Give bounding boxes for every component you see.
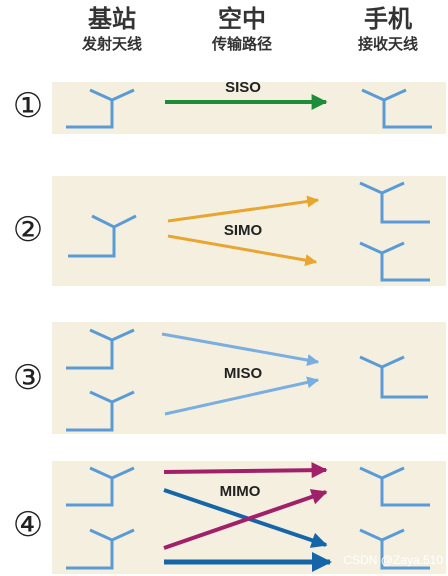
header-air-subtitle: 传输路径 — [211, 35, 272, 53]
label-miso: MISO — [224, 365, 263, 382]
miso-arrow-down — [161, 332, 320, 366]
mimo-arrow-cross-up — [163, 489, 328, 550]
row-number-1: ① — [12, 86, 44, 126]
tx-antenna-icon — [68, 214, 137, 258]
header-phone-subtitle: 接收天线 — [357, 35, 418, 53]
tx-antenna-icon — [66, 466, 135, 507]
rx-antenna-icon — [359, 528, 430, 570]
header-base-station-title: 基站 — [88, 5, 136, 33]
header-air-title: 空中 — [218, 5, 266, 33]
header-base-station: 基站 发射天线 — [52, 4, 172, 54]
row-number-3: ③ — [12, 358, 44, 398]
label-simo: SIMO — [224, 222, 263, 239]
rx-antenna-icon — [359, 181, 430, 224]
label-mimo: MIMO — [220, 483, 261, 500]
tx-antenna-icon — [66, 328, 135, 370]
watermark: CSDN @Zaya.510 — [343, 553, 443, 567]
row-number-4: ④ — [12, 505, 44, 545]
antenna-group — [66, 88, 432, 570]
miso-arrow-up — [164, 376, 320, 416]
header-base-station-subtitle: 发射天线 — [81, 35, 142, 53]
simo-arrow-down — [167, 234, 318, 267]
label-siso: SISO — [225, 79, 261, 96]
simo-arrow-up — [167, 195, 320, 223]
rx-antenna-icon — [359, 466, 430, 507]
mimo-arrow-top — [163, 462, 328, 479]
panel-siso — [52, 82, 446, 134]
header-air: 空中 传输路径 — [182, 4, 302, 54]
rx-antenna-icon — [359, 355, 428, 399]
rx-antenna-icon — [361, 88, 432, 129]
panel-simo — [52, 176, 446, 286]
tx-antenna-icon — [66, 390, 135, 432]
header-phone: 手机 接收天线 — [328, 4, 448, 54]
rx-antenna-icon — [359, 241, 430, 282]
row-number-2: ② — [12, 210, 44, 250]
header-phone-title: 手机 — [364, 5, 412, 33]
mimo-arrow-cross-down — [163, 488, 328, 548]
panel-miso — [52, 322, 446, 434]
tx-antenna-icon — [66, 88, 135, 129]
tx-antenna-icon — [66, 528, 135, 570]
